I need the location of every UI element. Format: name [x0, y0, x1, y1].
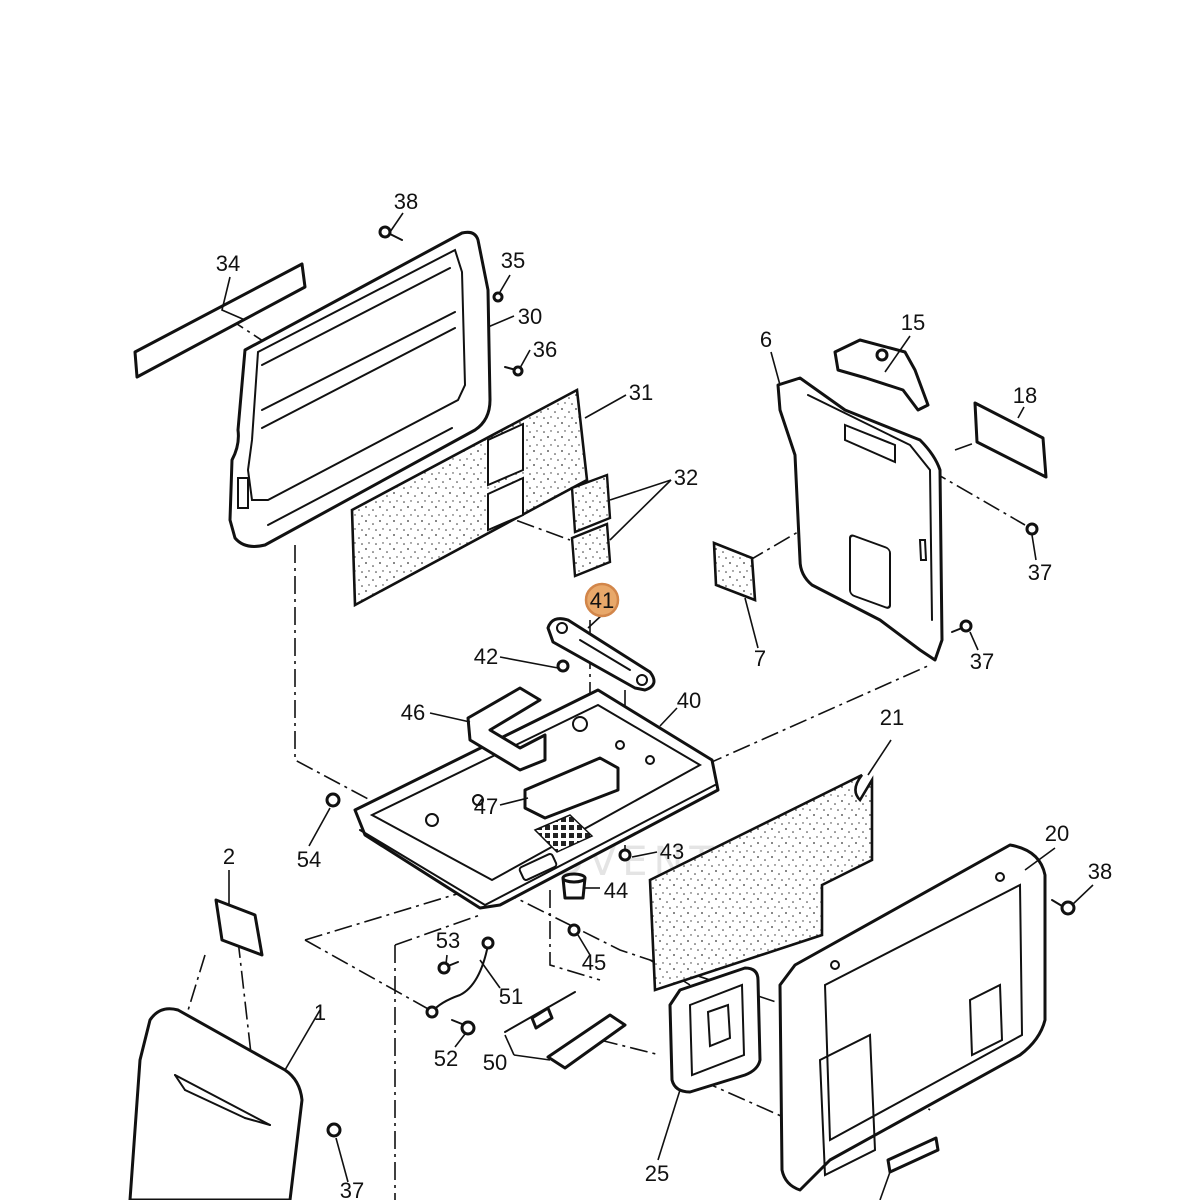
- part-15-latch: [833, 338, 930, 412]
- part-34-label-sheet: [133, 262, 307, 379]
- label-part-43[interactable]: 43: [660, 839, 684, 864]
- part-20-side-cover: [778, 843, 1047, 1192]
- part-1-front-cover: [128, 1007, 304, 1200]
- part-30-front-frame: [228, 230, 492, 548]
- label-part-34[interactable]: 34: [216, 251, 240, 276]
- label-part-1[interactable]: 1: [314, 1000, 326, 1025]
- label-part-51[interactable]: 51: [499, 984, 523, 1009]
- part-7-pad: [712, 541, 757, 602]
- label-part-46[interactable]: 46: [401, 700, 425, 725]
- label-part-25[interactable]: 25: [645, 1161, 669, 1186]
- part-37-bolt-right-lower: [951, 619, 973, 633]
- label-part-44[interactable]: 44: [604, 878, 628, 903]
- label-part-32[interactable]: 32: [674, 465, 698, 490]
- label-part-7[interactable]: 7: [754, 646, 766, 671]
- part-32-foam-pads: [570, 473, 612, 578]
- part-25-rubber-frame: [668, 966, 762, 1094]
- label-part-6[interactable]: 6: [760, 327, 772, 352]
- label-part-37-bottom[interactable]: 37: [340, 1178, 364, 1200]
- part-44-rubber-foot: [561, 872, 587, 900]
- label-part-15[interactable]: 15: [901, 310, 925, 335]
- part-37-bolt-right-upper: [1025, 522, 1039, 536]
- label-part-42[interactable]: 42: [474, 644, 498, 669]
- label-part-35[interactable]: 35: [501, 248, 525, 273]
- label-part-38-right[interactable]: 38: [1088, 859, 1112, 884]
- label-part-54[interactable]: 54: [297, 847, 321, 872]
- part-46-foam-block: [466, 686, 547, 772]
- label-part-37-right-lower[interactable]: 37: [970, 649, 994, 674]
- label-part-37-right-upper[interactable]: 37: [1028, 560, 1052, 585]
- part-45-screw: [567, 923, 581, 937]
- label-part-45[interactable]: 45: [582, 950, 606, 975]
- part-38-bolt-top: [378, 225, 403, 241]
- highlight-marker[interactable]: [584, 582, 620, 618]
- part-43-screw: [618, 848, 632, 862]
- label-part-18[interactable]: 18: [1013, 383, 1037, 408]
- label-part-52[interactable]: 52: [434, 1046, 458, 1071]
- part-36-screw: [504, 365, 524, 377]
- leader-lines: [221, 212, 1094, 1200]
- part-52-screw: [451, 1019, 476, 1036]
- part-31-foam-panel: [350, 387, 589, 608]
- part-51-cable: [425, 936, 495, 1019]
- label-part-20[interactable]: 20: [1045, 821, 1069, 846]
- part-6-side-panel: [776, 376, 944, 662]
- label-part-38[interactable]: 38: [394, 189, 418, 214]
- label-part-30[interactable]: 30: [518, 304, 542, 329]
- label-part-31[interactable]: 31: [629, 380, 653, 405]
- part-41-bracket: [546, 617, 656, 692]
- part-50-tools: [504, 991, 627, 1070]
- label-part-47[interactable]: 47: [474, 794, 498, 819]
- part-35-screw: [492, 291, 504, 303]
- part-54-nut: [325, 792, 341, 808]
- label-part-50[interactable]: 50: [483, 1050, 507, 1075]
- label-part-36[interactable]: 36: [533, 337, 557, 362]
- part-20-label-sticker: [886, 1136, 940, 1174]
- part-18-label: [973, 401, 1048, 479]
- part-47-foam-block: [523, 756, 620, 820]
- part-37-bolt-bottom: [326, 1122, 342, 1138]
- label-part-2[interactable]: 2: [223, 844, 235, 869]
- label-part-53[interactable]: 53: [436, 928, 460, 953]
- part-42-screw: [556, 659, 570, 673]
- part-number-labels: 38 34 35 30 36 31 32 6 15 18 37 37 7 41 …: [216, 189, 1112, 1200]
- part-53-screw: [437, 961, 459, 975]
- part-2-label: [214, 898, 264, 957]
- label-part-40[interactable]: 40: [677, 688, 701, 713]
- label-part-21[interactable]: 21: [880, 705, 904, 730]
- label-part-41[interactable]: 41: [590, 588, 614, 613]
- part-21-foam-panel: [648, 773, 874, 992]
- part-38-bolt-right: [1051, 899, 1076, 916]
